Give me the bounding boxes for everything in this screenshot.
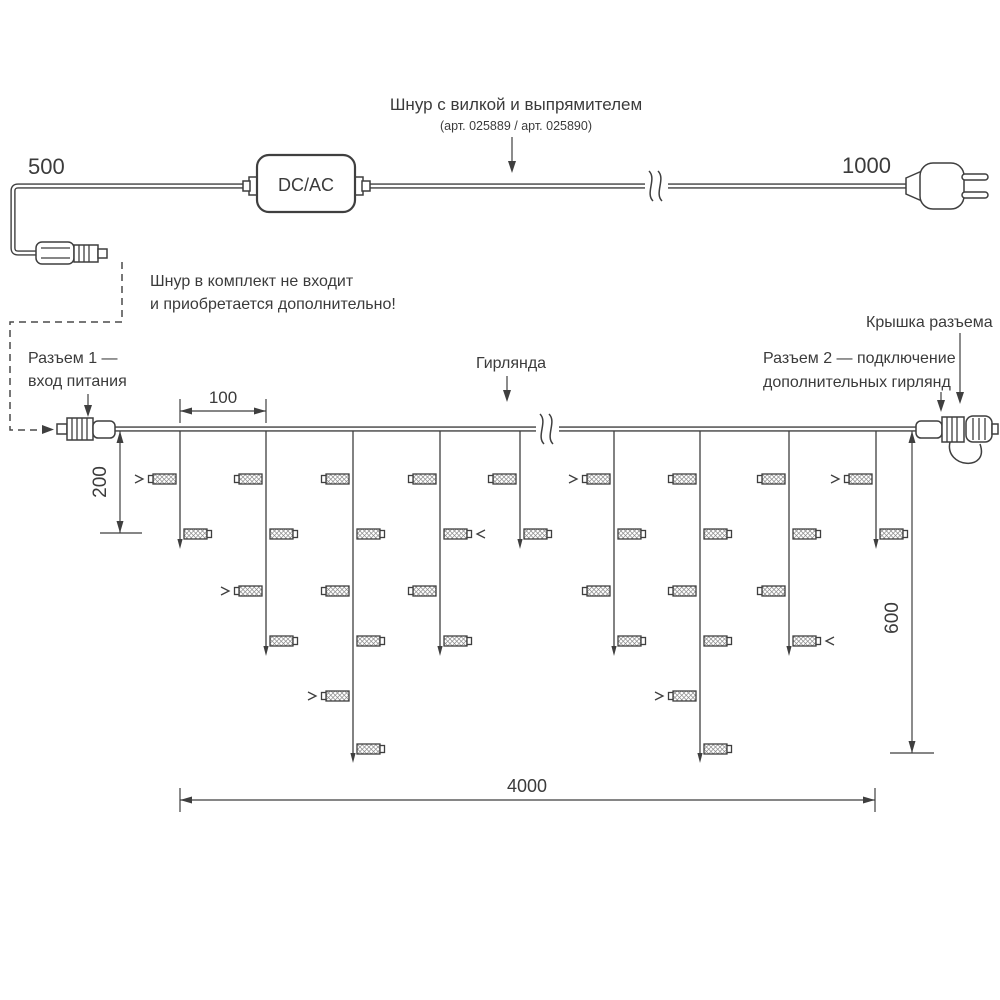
- bulb-pointer-icon: [134, 474, 145, 484]
- led-bulb: [134, 473, 177, 485]
- garland-drop: [307, 429, 386, 763]
- connector2-label-line2: дополнительных гирлянд: [763, 374, 951, 391]
- dim-4000-label: 4000: [507, 776, 547, 796]
- bulb-pointer-icon: [475, 529, 486, 539]
- garland-drops: [134, 429, 909, 763]
- led-bulb: [487, 473, 517, 485]
- led-bulb: [756, 585, 786, 597]
- dcac-label: DC/AC: [278, 175, 334, 195]
- connector1-label-line2: вход питания: [28, 373, 127, 390]
- dim-100-label: 100: [209, 388, 237, 407]
- dc-ac-converter: [242, 153, 371, 214]
- led-bulb: [320, 473, 350, 485]
- led-bulb: [703, 743, 733, 755]
- cap-label: Крышка разъема: [866, 314, 993, 331]
- cord-connector: [35, 241, 108, 265]
- bulb-pointer-icon: [824, 636, 835, 646]
- garland-drop: [830, 429, 909, 549]
- dimensions: [100, 399, 934, 812]
- led-bulb: [667, 473, 697, 485]
- led-bulb: [792, 528, 822, 540]
- bulb-pointer-icon: [830, 474, 841, 484]
- led-bulb: [792, 635, 835, 647]
- dim-500-label: 500: [28, 154, 65, 179]
- dim-1000-label: 1000: [842, 153, 891, 178]
- connector-2: [915, 415, 999, 465]
- led-bulb: [617, 635, 647, 647]
- led-bulb: [443, 635, 473, 647]
- bulb-pointer-icon: [220, 586, 231, 596]
- note-line1: Шнур в комплект не входит: [150, 273, 354, 290]
- garland-drop: [134, 429, 213, 549]
- garland-drop: [407, 429, 486, 656]
- led-bulb: [356, 635, 386, 647]
- led-bulb: [356, 528, 386, 540]
- led-bulb: [320, 585, 350, 597]
- note-line2: и приобретается дополнительно!: [150, 296, 396, 313]
- dim-600-label: 600: [882, 602, 903, 634]
- bulb-pointer-icon: [568, 474, 579, 484]
- garland-wire: [112, 413, 916, 445]
- cap-arrow: [956, 333, 964, 404]
- led-bulb: [703, 635, 733, 647]
- garland-drop: [220, 429, 299, 656]
- garland-arrow: [503, 376, 511, 402]
- led-bulb: [703, 528, 733, 540]
- cord-title: Шнур с вилкой и выпрямителем: [390, 95, 642, 114]
- cord-title-arrow: [508, 137, 516, 173]
- garland-drop: [756, 429, 835, 656]
- led-bulb: [269, 528, 299, 540]
- led-bulb: [654, 690, 697, 702]
- led-bulb: [667, 585, 697, 597]
- bulb-pointer-icon: [307, 691, 318, 701]
- connector2-arrow: [937, 392, 945, 412]
- led-bulb: [879, 528, 909, 540]
- led-bulb: [183, 528, 213, 540]
- power-cord: [10, 170, 908, 256]
- led-bulb: [617, 528, 647, 540]
- led-bulb: [443, 528, 486, 540]
- connector-1: [56, 417, 116, 441]
- connector1-arrow: [84, 394, 92, 417]
- connector-cap: [965, 415, 999, 443]
- dim-200-label: 200: [90, 466, 111, 498]
- led-bulb: [356, 743, 386, 755]
- led-bulb: [307, 690, 350, 702]
- led-bulb: [581, 585, 611, 597]
- garland-drop: [654, 429, 733, 763]
- led-bulb: [233, 473, 263, 485]
- led-bulb: [830, 473, 873, 485]
- led-bulb: [523, 528, 553, 540]
- garland-break-symbol: [536, 413, 559, 445]
- cord-break-symbol: [645, 170, 668, 202]
- garland-drop: [487, 429, 553, 549]
- callout-arrows: [84, 137, 964, 417]
- bulb-pointer-icon: [654, 691, 665, 701]
- led-bulb: [568, 473, 611, 485]
- connector2-label-line1: Разъем 2 — подключение: [763, 350, 956, 367]
- led-bulb: [220, 585, 263, 597]
- led-bulb: [407, 473, 437, 485]
- garland-drop: [568, 429, 647, 656]
- cord-sku: (арт. 025889 / арт. 025890): [440, 119, 592, 133]
- power-plug-icon: [905, 162, 989, 210]
- led-bulb: [269, 635, 299, 647]
- led-bulb: [407, 585, 437, 597]
- led-bulb: [756, 473, 786, 485]
- dashed-guide: [9, 262, 123, 434]
- connector1-label-line1: Разъем 1 —: [28, 350, 118, 367]
- garland-label: Гирлянда: [476, 355, 546, 372]
